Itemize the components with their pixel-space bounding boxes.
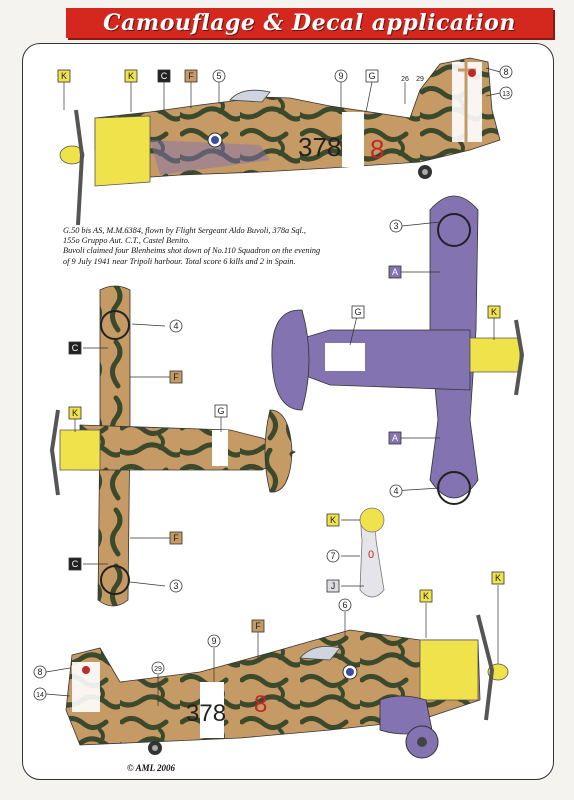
callout-label: 5 [216,71,221,81]
caption-block: G.50 bis AS, M.M.6384, flown by Flight S… [63,226,363,267]
callout-31: 6 [338,598,352,612]
copyright: © AML 2006 [127,763,176,773]
callout-18: G [214,404,228,418]
callout-14: A [388,265,402,279]
callout-22: F [169,531,183,545]
side-code-number-top: 378 [298,132,341,162]
callout-19: K [487,305,501,319]
callout-23: C [68,557,82,571]
callout-27: 7 [326,549,340,563]
callout-label: G [368,71,375,81]
side-code-digit-top: 8 [370,134,384,164]
callout-label: 29 [416,76,424,83]
caption-line-1: G.50 bis AS, M.M.6384, flown by Flight S… [63,226,306,235]
callout-label: F [188,71,194,81]
callout-label: K [495,573,501,583]
callout-8: 26 [401,76,409,83]
callout-28: J [326,579,340,593]
callout-label: 7 [330,551,335,561]
callout-label: 14 [36,692,44,699]
callout-32: F [251,619,265,633]
callout-label: 3 [173,581,178,591]
callout-5: 5 [212,69,226,83]
callout-label: K [423,591,429,601]
callout-label: K [61,71,67,81]
page-title: Camouflage & Decal application [103,10,516,36]
callout-36: 14 [33,687,47,701]
callout-label: K [128,71,134,81]
callout-11: 13 [499,86,513,100]
callout-label: 13 [502,91,510,98]
callout-label: 26 [401,76,409,83]
callout-label: C [161,71,168,81]
callout-label: 9 [211,636,216,646]
callout-10: 8 [499,65,513,79]
callout-30: K [419,589,433,603]
callout-label: 4 [173,321,178,331]
spinner-digit: 0 [368,549,374,561]
underside-view [271,195,525,505]
callout-4: F [184,69,198,83]
callout-label: K [330,515,336,525]
side-view-top: 378 8 [59,57,501,226]
title-banner: Camouflage & Decal application [66,8,553,38]
callout-label: 29 [154,666,162,673]
callout-label: A [392,267,398,277]
callout-label: K [491,307,497,317]
callout-label: A [392,433,398,443]
callout-label: C [72,559,79,569]
callout-label: 6 [342,600,347,610]
callout-label: G [354,307,361,317]
callout-21: A [388,431,402,445]
caption-line-2: 155o Gruppo Aut. C.T., Castel Benito. [63,236,190,246]
callout-6: 9 [334,69,348,83]
callout-3: C [157,69,171,83]
callout-label: F [173,372,179,382]
callout-label: F [173,533,179,543]
callout-26: K [326,513,340,527]
callout-label: 4 [393,486,398,496]
callout-33: 9 [207,634,221,648]
callout-7: G [365,69,379,83]
callout-label: J [331,581,336,591]
side-code-digit-bottom: 8 [254,691,267,718]
caption-line-3: Buvoli claimed four Blenheims shot down … [63,246,321,256]
callout-label: 3 [393,221,398,231]
callout-9: 29 [416,76,424,83]
callout-16: F [169,370,183,384]
callout-13: 4 [169,319,183,333]
side-code-number-bottom: 378 [186,700,226,727]
side-view-bottom: 378 8 [65,614,509,759]
callout-label: F [255,621,261,631]
callout-label: 9 [338,71,343,81]
callout-29: K [491,571,505,585]
callout-24: 3 [169,579,183,593]
callout-2: K [124,69,138,83]
spinner-detail: 0 [359,507,385,598]
callout-34: 8 [33,665,47,679]
callout-25: 4 [389,484,403,498]
callout-12: 3 [389,219,403,233]
callout-label: K [72,408,78,418]
leader-lines [45,67,501,706]
callout-label: G [217,406,224,416]
callout-17: G [351,305,365,319]
callout-label: C [72,343,79,353]
callout-35: 29 [151,661,165,675]
callout-label: 8 [503,67,508,77]
plan-view [49,285,296,607]
callout-1: K [57,69,71,83]
callout-20: K [68,406,82,420]
callout-label: 8 [37,667,42,677]
callout-15: C [68,341,82,355]
caption-line-4: of 9 July 1941 near Tripoli harbour. Tot… [63,256,296,266]
